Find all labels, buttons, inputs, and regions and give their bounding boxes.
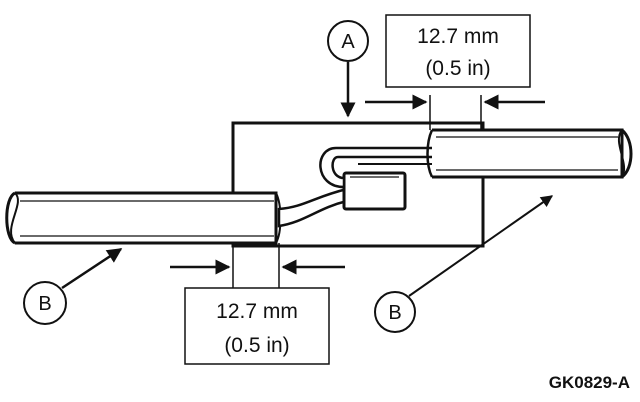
right-wire bbox=[426, 128, 633, 179]
callout-b-right-arrow bbox=[408, 195, 553, 297]
bottom-dimension-box bbox=[184, 287, 330, 365]
right-conductor bbox=[319, 146, 432, 189]
left-wire bbox=[5, 191, 282, 245]
left-conductor bbox=[277, 187, 349, 228]
callout-b-right-circle bbox=[374, 291, 416, 333]
callout-b-right-label: B bbox=[388, 302, 401, 324]
bottom-dimension-metric: 12.7 mm bbox=[216, 300, 298, 323]
splice-sleeve bbox=[231, 121, 485, 248]
callout-a-label: A bbox=[341, 31, 355, 53]
top-dimension-box bbox=[385, 14, 531, 88]
bottom-dimension-imperial: (0.5 in) bbox=[224, 334, 289, 357]
callout-b-left-label: B bbox=[38, 293, 51, 315]
top-dimension-metric: 12.7 mm bbox=[417, 25, 499, 48]
callout-b-left-arrow bbox=[61, 247, 123, 290]
top-dimension-imperial: (0.5 in) bbox=[425, 57, 490, 80]
callout-b-left-circle bbox=[23, 281, 67, 325]
crimp-barrel bbox=[342, 171, 407, 211]
callout-a-circle bbox=[327, 20, 369, 62]
figure-id: GK0829-A bbox=[549, 373, 630, 392]
